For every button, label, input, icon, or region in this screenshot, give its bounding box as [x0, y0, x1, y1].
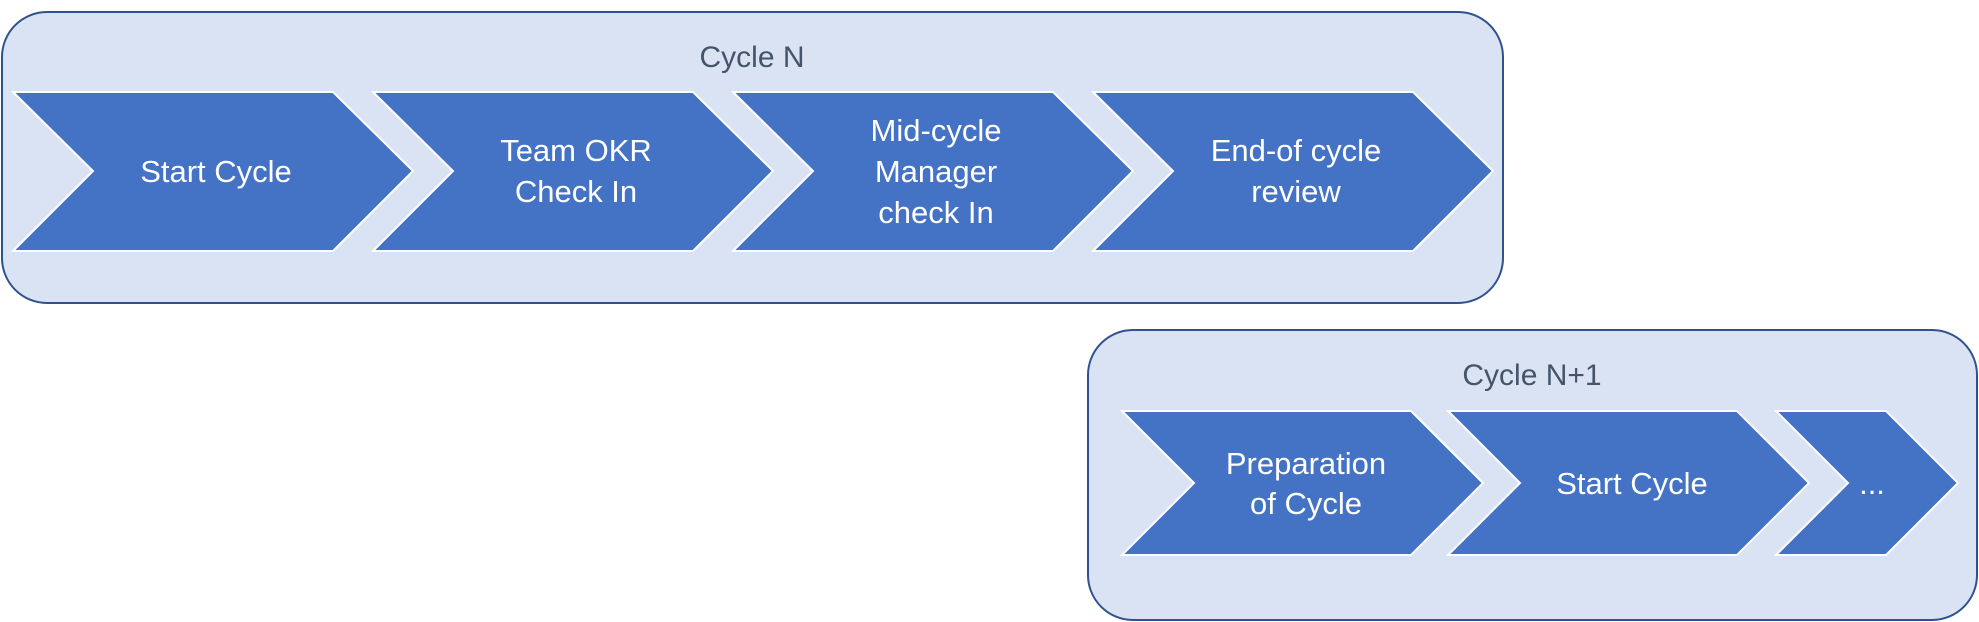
- step-label: Start Cycle: [140, 154, 292, 189]
- step-label-line-1: End-of cycle: [1211, 133, 1382, 168]
- chevron-shape: [10, 91, 415, 252]
- chevron-shape: [1090, 91, 1495, 252]
- cycle-n1-group: Cycle N+1 Preparation of Cycle Start Cyc…: [1087, 329, 1978, 621]
- chevron-shape: [730, 91, 1135, 252]
- cycle-n-title: Cycle N: [699, 41, 804, 74]
- step-label-line-2: review: [1251, 174, 1341, 209]
- cycle-n-group: Cycle N Start Cycle Team OKR Check In Mi…: [1, 11, 1504, 304]
- step-label-line-1: Team OKR: [500, 133, 652, 168]
- cycle-n1-step-1: Preparation of Cycle: [1119, 410, 1485, 556]
- step-label-line-1: Mid-cycle: [871, 113, 1002, 148]
- cycle-n-step-4: End-of cycle review: [1090, 91, 1495, 252]
- chevron-shape: [1119, 410, 1485, 556]
- step-label-line-1: Preparation: [1226, 446, 1386, 481]
- chevron-shape: [1773, 410, 1960, 556]
- cycle-n-step-1: Start Cycle: [10, 91, 415, 252]
- cycle-n-step-2: Team OKR Check In: [370, 91, 775, 252]
- step-label: ...: [1859, 466, 1885, 501]
- cycle-n-step-3: Mid-cycle Manager check In: [730, 91, 1135, 252]
- step-label-line-3: check In: [878, 195, 993, 230]
- step-label-line-2: Manager: [875, 154, 997, 189]
- cycle-n1-step-3: ...: [1773, 410, 1960, 556]
- chevron-shape: [1445, 410, 1811, 556]
- cycle-n1-step-2: Start Cycle: [1445, 410, 1811, 556]
- cycle-n1-title: Cycle N+1: [1462, 359, 1601, 392]
- step-label-line-2: of Cycle: [1250, 486, 1362, 521]
- chevron-shape: [370, 91, 775, 252]
- step-label: Start Cycle: [1556, 466, 1708, 501]
- step-label-line-2: Check In: [515, 174, 637, 209]
